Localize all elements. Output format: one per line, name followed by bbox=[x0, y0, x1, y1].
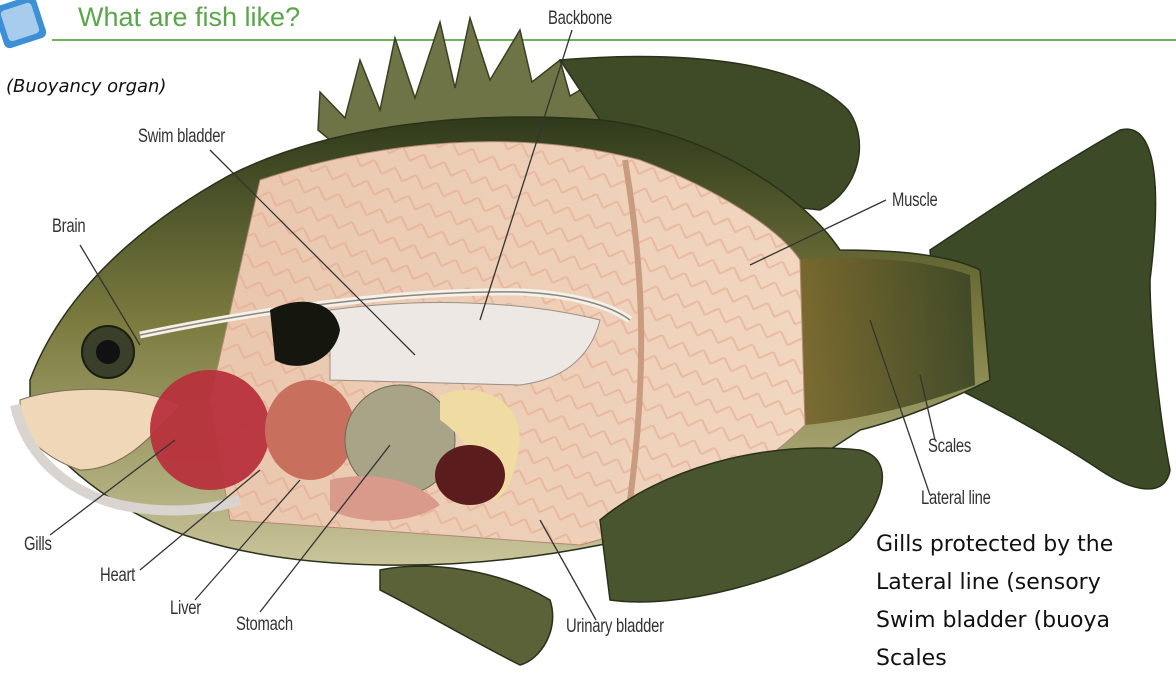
label-lateral-line: Lateral line bbox=[921, 488, 991, 510]
label-muscle: Muscle bbox=[892, 190, 938, 212]
label-stomach: Stomach bbox=[236, 614, 293, 636]
note-item: Lateral line (sensory bbox=[876, 564, 1113, 602]
notes-list: Gills protected by the Lateral line (sen… bbox=[876, 526, 1113, 678]
label-brain: Brain bbox=[52, 216, 85, 238]
note-item: Swim bladder (buoya bbox=[876, 602, 1113, 640]
label-scales: Scales bbox=[928, 436, 971, 458]
swim-bladder-organ bbox=[330, 303, 600, 385]
pelvic-fin bbox=[380, 566, 553, 665]
label-gills: Gills bbox=[24, 534, 52, 556]
note-item: Gills protected by the bbox=[876, 526, 1113, 564]
note-item: Scales bbox=[876, 640, 1113, 678]
label-swim-bladder: Swim bladder bbox=[138, 126, 225, 148]
label-backbone: Backbone bbox=[548, 8, 612, 30]
label-urinary-bladder: Urinary bladder bbox=[566, 616, 664, 638]
label-heart: Heart bbox=[100, 565, 135, 587]
label-liver: Liver bbox=[170, 598, 201, 620]
